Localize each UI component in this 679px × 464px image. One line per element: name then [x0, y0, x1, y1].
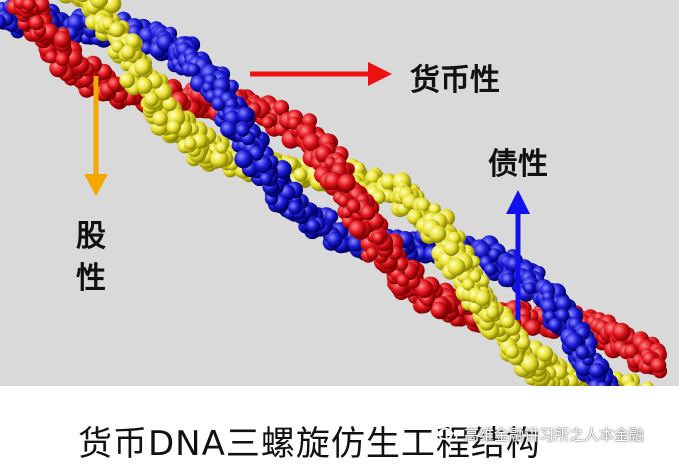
helix-atom — [234, 149, 253, 169]
helix-atom — [536, 345, 554, 362]
helix-atom — [415, 198, 430, 213]
helix-atom — [429, 225, 447, 243]
helix-atom — [555, 308, 570, 323]
equity-label: 股性 — [76, 219, 106, 296]
helix-atom — [261, 116, 275, 129]
helix-atom — [396, 273, 410, 287]
helix-atom — [365, 169, 381, 185]
debt-arrow — [506, 190, 530, 320]
helix-atom — [414, 246, 429, 261]
helix-atom — [81, 0, 88, 1]
helix-atom — [589, 362, 605, 379]
helix-atom — [55, 52, 70, 67]
helix-atom — [45, 50, 58, 64]
helix-atom — [469, 270, 482, 283]
helix-atom — [166, 119, 181, 135]
helix-atom — [215, 141, 228, 154]
helix-atom — [447, 257, 466, 276]
helix-atom — [107, 77, 122, 92]
helix-atom — [53, 30, 71, 48]
helix-atom — [152, 110, 168, 127]
helix-atom — [259, 172, 273, 186]
helix-atom — [28, 14, 45, 31]
helix-atom — [237, 106, 254, 124]
helix-atom — [366, 246, 379, 260]
helix-atom — [415, 279, 434, 299]
helix-atom — [235, 123, 250, 137]
helix-atom — [516, 335, 531, 350]
helix-atom — [524, 319, 541, 336]
helix-atom — [293, 167, 308, 182]
helix-atom — [348, 220, 367, 239]
helix-atom — [575, 345, 590, 360]
helix-atom — [430, 301, 448, 319]
helix-atom — [326, 231, 343, 248]
helix-atom — [623, 380, 639, 386]
helix-atom — [640, 381, 654, 386]
watermark-text: 高维金融讲习所之人本金融 — [464, 426, 645, 444]
helix-atom — [136, 77, 153, 94]
helix-atom — [474, 289, 491, 307]
helix-atom — [0, 14, 7, 30]
helix-atom — [346, 199, 361, 214]
helix-atom — [443, 240, 460, 256]
helix-atom — [144, 92, 159, 107]
wechat-icon — [438, 427, 458, 442]
helix-atom — [337, 194, 350, 207]
helix-atom — [120, 44, 136, 60]
triple-helix-figure: 货币性 债性 股性 — [0, 0, 679, 386]
helix-atom — [548, 318, 563, 333]
helix-atom — [540, 298, 558, 315]
helix-atom — [484, 263, 497, 276]
helix-atom — [183, 137, 197, 150]
watermark: 高维金融讲习所之人本金融 — [438, 424, 644, 445]
helix-atom — [306, 219, 321, 233]
helix-atom — [472, 241, 492, 261]
helix-atom — [372, 231, 385, 244]
helix-atom — [504, 344, 520, 359]
helix-atom — [612, 322, 631, 342]
helix-atom — [500, 272, 516, 288]
helix-atom — [302, 133, 321, 151]
currency-label: 货币性 — [410, 63, 500, 98]
helix-atom — [337, 173, 356, 192]
helix-atom — [273, 99, 290, 116]
helix-atom — [22, 0, 36, 11]
helix-illustration — [0, 0, 668, 386]
helix-atom — [523, 282, 536, 295]
helix-atom — [485, 305, 499, 320]
helix-atom — [488, 248, 501, 261]
helix-atom — [555, 295, 572, 312]
helix-atom — [210, 149, 229, 169]
helix-atom — [596, 381, 610, 386]
helix-atom — [186, 63, 201, 77]
helix-atom — [89, 0, 109, 9]
helix-atom — [324, 171, 343, 190]
helix-atom — [288, 201, 302, 215]
helix-atom — [220, 121, 237, 138]
helix-atom — [520, 354, 540, 374]
equity-arrow — [84, 76, 108, 196]
helix-atom — [119, 72, 135, 89]
helix-atom — [500, 314, 515, 329]
figure-caption: 货币DNA三螺旋仿生工程结构 — [78, 424, 541, 464]
helix-atom — [650, 357, 667, 374]
helix-atom — [109, 22, 125, 38]
helix-atom — [380, 173, 397, 190]
helix-atom — [162, 96, 177, 112]
debt-label: 债性 — [488, 147, 548, 182]
helix-atom — [133, 58, 152, 76]
currency-arrow — [250, 62, 392, 86]
helix-strands — [0, 0, 668, 386]
helix-atom — [360, 205, 376, 221]
